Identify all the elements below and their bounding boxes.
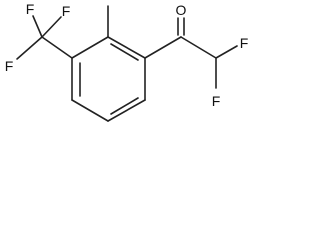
fluorine-label-3: F (5, 58, 14, 74)
bond-cf3-f-top (32, 15, 43, 38)
bond-ring-carbonyl (144, 36, 182, 59)
bond-cf3-f-left (16, 36, 43, 60)
oxygen-label: O (176, 2, 187, 18)
fluorine-label-2: F (62, 3, 71, 19)
bond-carbonyl-chf2 (180, 36, 217, 59)
fluorine-label-5: F (212, 93, 221, 109)
bond-ring-inner-2 (110, 43, 139, 61)
bond-ring-1 (71, 36, 109, 59)
fluorine-label-1: F (26, 1, 35, 17)
bond-cf3-f-right (41, 16, 62, 38)
bond-cf3-ring (41, 36, 73, 59)
bond-ring-inner-3 (110, 97, 139, 115)
bond-ring-5 (71, 99, 109, 122)
bond-ring-4 (107, 99, 146, 122)
fluorine-label-4: F (240, 35, 249, 51)
molecule-structure: F F F O F F (5, 1, 249, 122)
bond-ring-2 (107, 36, 146, 59)
bond-chf2-f-top (215, 45, 238, 59)
